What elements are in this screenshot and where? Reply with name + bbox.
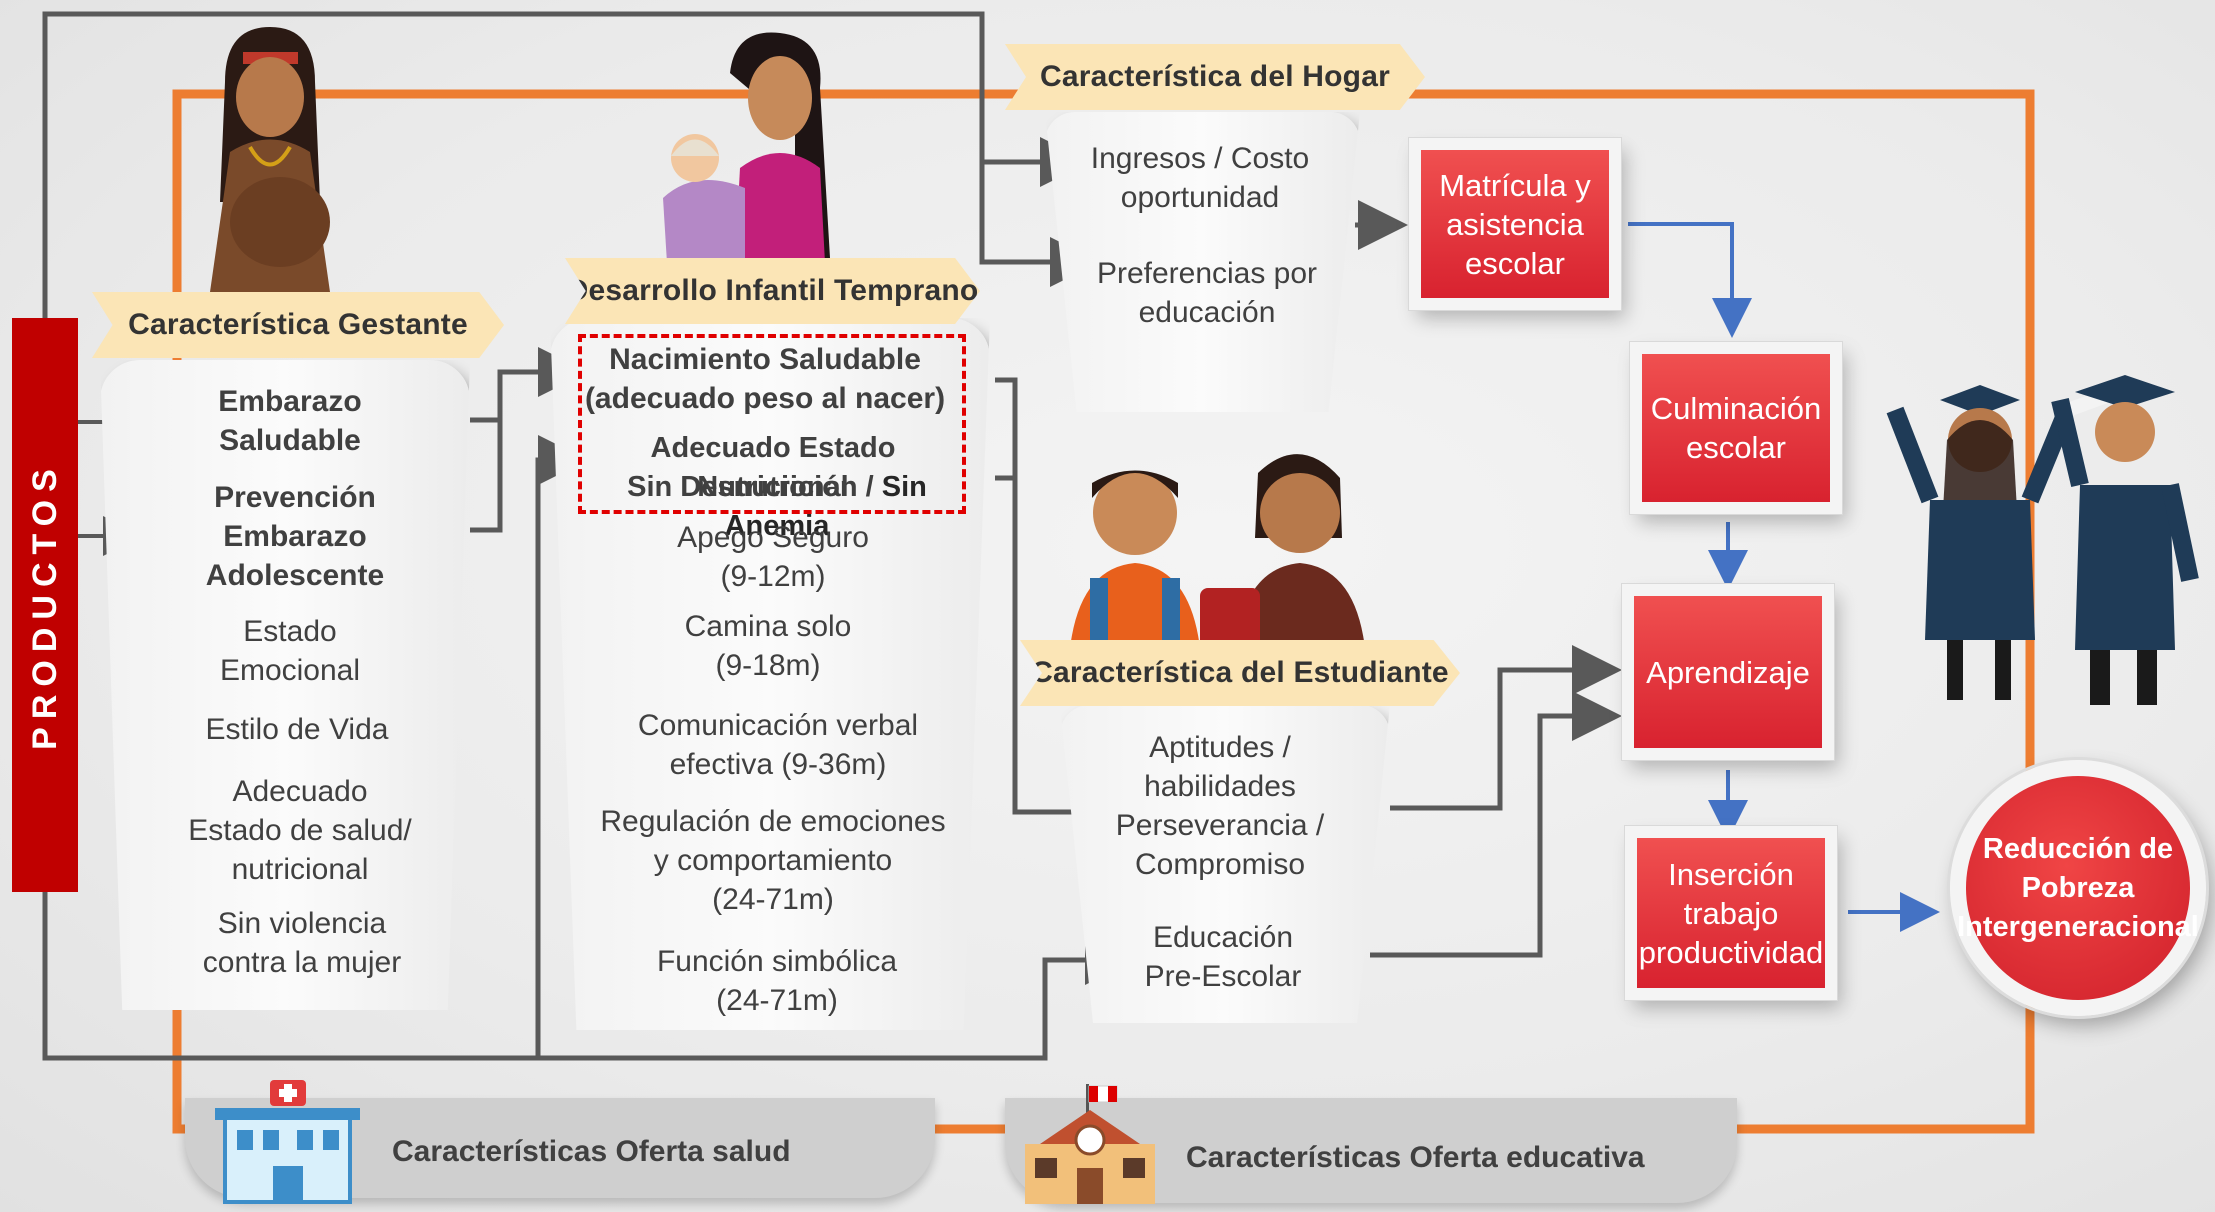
oferta-educativa-label: Características Oferta educativa bbox=[1186, 1141, 1645, 1174]
hogar-title: Característica del Hogar bbox=[1040, 60, 1390, 93]
dit-item: (24-71m) bbox=[716, 984, 838, 1017]
oferta-salud-label: Características Oferta salud bbox=[392, 1135, 791, 1168]
outcome-insercion-box: Inserción trabajo productividad bbox=[1625, 826, 1837, 1000]
dit-panel bbox=[550, 318, 990, 1030]
dit-highlight-item: Adecuado Estado Nutricional bbox=[650, 432, 896, 503]
students-illustration bbox=[1070, 454, 1365, 648]
productos-bar: PRODUCTOS bbox=[12, 318, 78, 892]
hogar-header: Característica del Hogar bbox=[1005, 44, 1425, 110]
gestante-item: Sin violencia bbox=[217, 907, 387, 940]
estudiante-item: Educación bbox=[1152, 921, 1294, 954]
gestante-item: Emocional bbox=[219, 654, 361, 687]
gestante-item: Adolescente bbox=[205, 559, 385, 592]
dit-highlight-item: Sin Desnutrición / Sin Anemia bbox=[577, 468, 977, 546]
dit-highlight-item: Nacimiento Saludable bbox=[609, 343, 921, 376]
gestante-item: nutricional bbox=[231, 853, 369, 886]
hogar-item: educación bbox=[1138, 296, 1276, 329]
sin-desnutricion-label: Sin Desnutrición / bbox=[627, 471, 882, 503]
outcome-culminacion-box: Culminación escolar bbox=[1630, 342, 1842, 514]
dit-header: Desarrollo Infantil Temprano bbox=[565, 258, 980, 324]
dit-item: Comunicación verbal bbox=[637, 709, 919, 742]
dit-item: (9-12m) bbox=[720, 560, 826, 593]
outcome-matricula-box: Matrícula y asistencia escolar bbox=[1409, 138, 1621, 310]
gestante-item: Estado de salud/ bbox=[188, 814, 412, 847]
estudiante-item: Aptitudes / bbox=[1149, 731, 1291, 764]
dit-item: Apego Seguro bbox=[677, 521, 869, 554]
dit-highlight-box bbox=[578, 334, 966, 514]
school-icon bbox=[1025, 1084, 1155, 1204]
outcome-label: Culminación escolar bbox=[1650, 391, 1822, 465]
hogar-item: Ingresos / Costo bbox=[1090, 142, 1310, 175]
gestante-header: Característica Gestante bbox=[92, 292, 504, 358]
estudiante-title: Característica del Estudiante bbox=[1031, 656, 1449, 689]
estudiante-item: habilidades bbox=[1144, 770, 1296, 803]
mother-with-baby-illustration bbox=[663, 32, 830, 263]
estudiante-panel bbox=[1060, 705, 1390, 1023]
hogar-item: oportunidad bbox=[1120, 181, 1280, 214]
gestante-item: Embarazo bbox=[218, 385, 362, 418]
outcome-label: Inserción trabajo productividad bbox=[1638, 856, 1824, 970]
gestante-item: Estado bbox=[243, 615, 337, 648]
dit-item: Regulación de emociones bbox=[600, 805, 946, 838]
dit-item: Función simbólica bbox=[656, 945, 898, 978]
dit-item: y comportamiento bbox=[653, 844, 893, 877]
pregnant-woman-illustration bbox=[210, 27, 330, 292]
dit-item: (24-71m) bbox=[712, 883, 834, 916]
estudiante-item: Pre-Escolar bbox=[1144, 960, 1302, 993]
dit-title: Desarrollo Infantil Temprano bbox=[566, 274, 979, 307]
dit-item: efectiva (9-36m) bbox=[669, 748, 887, 781]
goal-label: Reducción de Pobreza Intergeneracional bbox=[1957, 832, 2199, 943]
gestante-item: Adecuado bbox=[232, 775, 368, 808]
gestante-item: Prevención bbox=[214, 481, 376, 514]
dit-item: Camina solo bbox=[684, 610, 852, 643]
gestante-panel bbox=[100, 360, 470, 1010]
gestante-item: Embarazo bbox=[223, 520, 367, 553]
gestante-item: Saludable bbox=[219, 424, 361, 457]
outcome-label: Matrícula y asistencia escolar bbox=[1439, 167, 1591, 281]
gestante-item: Estilo de Vida bbox=[205, 713, 389, 746]
outcome-aprendizaje-box: Aprendizaje bbox=[1622, 584, 1834, 760]
sin-anemia-label: Sin Anemia bbox=[724, 471, 927, 542]
estudiante-header: Característica del Estudiante bbox=[1020, 640, 1460, 706]
outer-loop-line bbox=[42, 11, 1090, 318]
gestante-title: Característica Gestante bbox=[128, 308, 468, 341]
estudiante-item: Compromiso bbox=[1134, 848, 1306, 881]
hogar-panel bbox=[1045, 112, 1360, 412]
goal-circle: Reducción de Pobreza Intergeneracional bbox=[1950, 760, 2206, 1016]
outcome-label: Aprendizaje bbox=[1646, 654, 1810, 690]
gestante-item: contra la mujer bbox=[202, 946, 402, 979]
graduates-illustration bbox=[1886, 375, 2199, 705]
productos-label: PRODUCTOS bbox=[25, 460, 64, 750]
dit-highlight-item: (adecuado peso al nacer) bbox=[584, 382, 946, 415]
hogar-item: Preferencias por bbox=[1096, 257, 1318, 290]
hospital-icon bbox=[215, 1080, 360, 1204]
estudiante-item: Perseverancia / bbox=[1115, 809, 1325, 842]
dit-item: (9-18m) bbox=[715, 649, 821, 682]
